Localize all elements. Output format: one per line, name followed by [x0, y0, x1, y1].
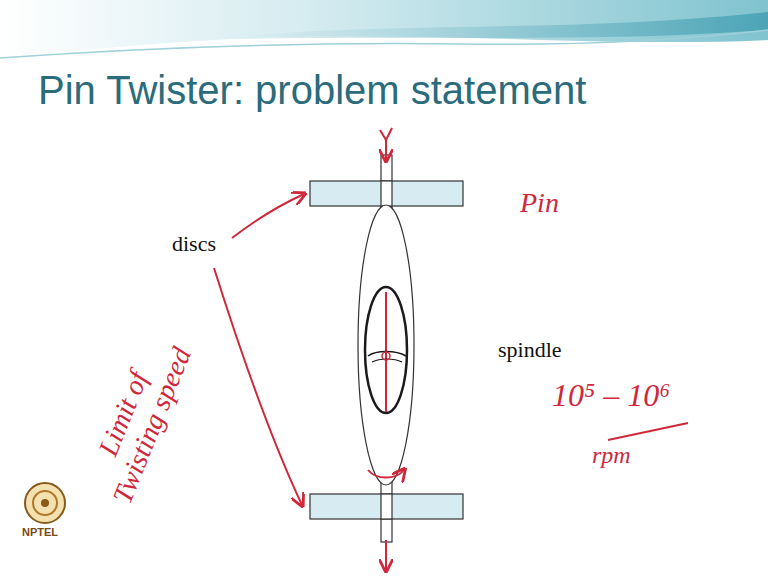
- handwritten-note: 10⁵ – 10⁶: [552, 378, 670, 413]
- handwritten-note: Pin: [520, 188, 559, 219]
- header-swoosh: [0, 0, 768, 58]
- top-disc: [310, 181, 463, 206]
- logo-text: NPTEL: [22, 526, 58, 538]
- slide-title: Pin Twister: problem statement: [38, 68, 586, 113]
- part-label: discs: [172, 232, 216, 256]
- handwritten-note: Limit of Twisting speed: [78, 330, 199, 511]
- shaft-through-disc: [381, 494, 392, 519]
- shaft-through-disc: [381, 181, 392, 206]
- nptel-logo: [25, 483, 65, 523]
- spindle-body: [358, 205, 414, 485]
- handwritten-note: rpm: [592, 442, 631, 468]
- bottom-disc: [310, 494, 463, 519]
- part-label: spindle: [498, 338, 562, 362]
- pin-sketch: [365, 287, 407, 413]
- annotation-arrows: [214, 128, 688, 570]
